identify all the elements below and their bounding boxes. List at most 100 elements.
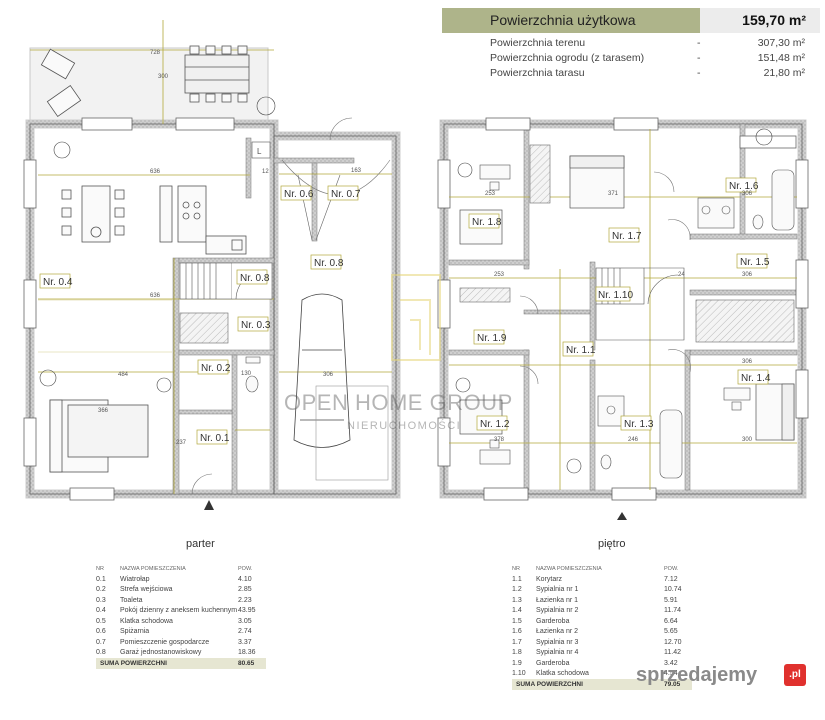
toilet	[245, 356, 261, 393]
window	[795, 259, 809, 309]
svg-text:24: 24	[678, 272, 685, 278]
svg-text:371: 371	[608, 191, 619, 197]
svg-text:636: 636	[150, 169, 161, 175]
plant-icon	[256, 96, 276, 116]
window	[69, 487, 115, 501]
plant-icon	[53, 141, 71, 159]
summary-row: Powierzchnia tarasu - 21,80 m²	[490, 67, 805, 79]
plant-icon	[755, 128, 773, 146]
car	[293, 293, 351, 448]
usable-area-title: Powierzchnia użytkowa	[442, 8, 700, 33]
brand-badge: .pl	[784, 664, 806, 686]
room-label: Nr. 0.6	[284, 189, 314, 200]
first-floor-title: piętro	[598, 538, 626, 550]
brand-logo[interactable]: sprzedajemy	[636, 664, 758, 686]
entrance-arrow-icon	[204, 500, 214, 510]
svg-text:306: 306	[742, 191, 753, 197]
window	[175, 117, 235, 131]
room-label: Nr. 1.4	[741, 373, 771, 384]
room-label: Nr. 1.6	[729, 181, 759, 192]
svg-text:306: 306	[742, 359, 753, 365]
north-arrow-icon	[617, 512, 627, 520]
svg-text:636: 636	[150, 293, 161, 299]
staircase	[595, 267, 685, 341]
window	[611, 487, 657, 501]
room-label: Nr. 0.4	[43, 277, 73, 288]
svg-text:306: 306	[323, 372, 334, 378]
room-label: Nr. 0.1	[200, 433, 230, 444]
plant-icon	[39, 369, 57, 387]
ground-floor-title: parter	[186, 538, 215, 550]
room-label: Nr. 1.8	[472, 217, 502, 228]
window	[437, 159, 451, 209]
room-label: Nr. 1.7	[612, 231, 642, 242]
room-label: Nr. 0.3	[241, 320, 271, 331]
room-label: Nr. 1.3	[624, 419, 654, 430]
svg-text:237: 237	[176, 440, 187, 446]
table-header: NR NAZWA POMIESZCZENIA POW.	[512, 565, 679, 572]
floor-plans: L Nr. 0.4 Nr. 0.6 Nr. 0.7 Nr. 0.8 Nr. 0.…	[23, 20, 809, 520]
summary-row: Powierzchnia terenu - 307,30 m²	[490, 37, 805, 49]
ground-floor-dimensions: 728 300 636 636 484 306 163 130 366 237 …	[98, 50, 362, 446]
watermark-title: OPEN HOME GROUP	[284, 390, 513, 415]
window	[739, 135, 797, 149]
svg-text:L: L	[257, 147, 262, 156]
room-label: Nr. 0.8	[314, 258, 344, 269]
window	[613, 117, 659, 131]
svg-text:378: 378	[494, 437, 505, 443]
window	[485, 117, 531, 131]
dining-table	[61, 185, 125, 243]
svg-text:300: 300	[158, 74, 169, 80]
bathtub	[697, 169, 795, 231]
svg-text:366: 366	[98, 408, 109, 414]
plant-icon	[566, 458, 582, 474]
ground-floor-room-labels: Nr. 0.4 Nr. 0.6 Nr. 0.7 Nr. 0.8 Nr. 0.8 …	[39, 185, 361, 445]
usable-area-total: 159,70 m²	[700, 8, 820, 33]
plant-icon	[457, 162, 473, 178]
svg-text:306: 306	[742, 272, 753, 278]
ground-floor-plan: L Nr. 0.4 Nr. 0.6 Nr. 0.7 Nr. 0.8 Nr. 0.…	[23, 20, 401, 510]
window	[483, 487, 529, 501]
window	[23, 417, 37, 467]
room-label: Nr. 1.1	[566, 345, 596, 356]
bathtub	[597, 395, 683, 479]
usable-area-header: Powierzchnia użytkowa 159,70 m²	[442, 8, 820, 33]
plant-icon	[455, 377, 471, 393]
table-sum-row: SUMA POWIERZCHNI 80.65	[96, 658, 266, 669]
first-floor-room-labels: Nr. 1.8 Nr. 1.7 Nr. 1.6 Nr. 1.5 Nr. 1.10…	[468, 177, 771, 431]
svg-text:130: 130	[241, 371, 252, 377]
table-sum-row: SUMA POWIERZCHNI 79.05	[512, 679, 692, 690]
sofa	[49, 399, 149, 473]
plant-icon	[156, 377, 172, 393]
watermark-subtitle: NIERUCHOMOŚCI	[347, 420, 462, 432]
table-header: NR NAZWA POMIESZCZENIA POW.	[96, 565, 253, 572]
room-label: Nr. 0.8	[240, 273, 270, 284]
svg-text:246: 246	[628, 437, 639, 443]
svg-text:163: 163	[351, 168, 362, 174]
logo-watermark	[391, 274, 441, 361]
svg-text:253: 253	[494, 272, 505, 278]
first-floor-dimensions: 371 253 253 306 306 306 300 378 246 24	[485, 191, 753, 443]
room-label: Nr. 1.9	[477, 333, 507, 344]
summary-row: Powierzchnia ogrodu (z tarasem) - 151,48…	[490, 52, 805, 64]
room-label: Nr. 0.7	[331, 189, 361, 200]
first-floor-plan: Nr. 1.8 Nr. 1.7 Nr. 1.6 Nr. 1.5 Nr. 1.10…	[437, 117, 809, 520]
room-label: Nr. 1.5	[740, 257, 770, 268]
terrace-furniture	[40, 45, 250, 117]
window	[81, 117, 133, 131]
